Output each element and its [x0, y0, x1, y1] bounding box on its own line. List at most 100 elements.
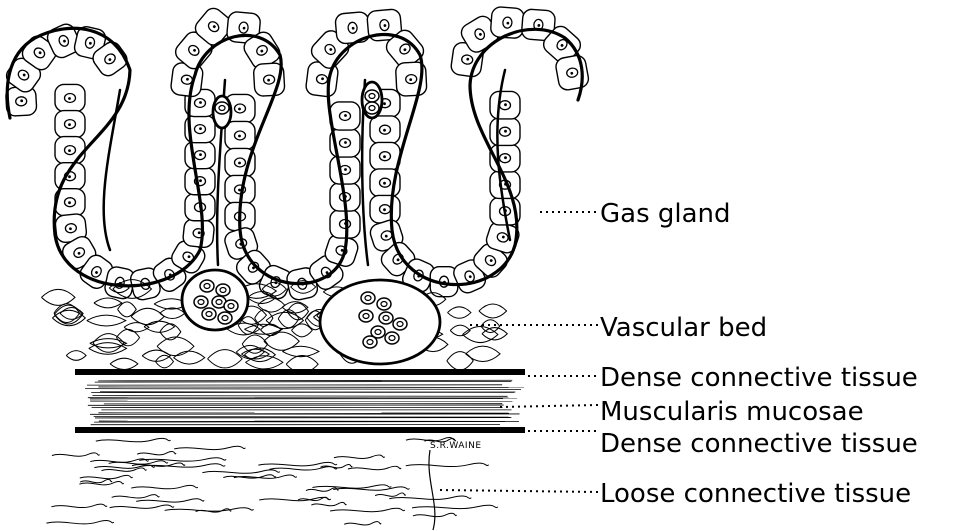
vascular-mesh: [87, 315, 126, 326]
loose-fiber: [136, 499, 204, 502]
finger-cell: [370, 142, 400, 170]
finger-cell: [55, 111, 85, 138]
loose-fiber: [311, 502, 346, 505]
loose-fiber: [330, 508, 405, 511]
loose-fiber: [110, 505, 174, 508]
muscularis-fiber: [98, 387, 524, 388]
loose-fiber: [137, 451, 176, 454]
nucleolus: [68, 175, 71, 178]
loose-fiber: [52, 453, 100, 456]
finger-cell: [370, 195, 400, 223]
artist-signature: S.R.WAINE: [430, 441, 482, 451]
nucleolus: [504, 103, 507, 106]
loose-connective-fibers: [46, 437, 497, 530]
crest-cell: [555, 54, 590, 91]
loose-fiber: [334, 455, 385, 458]
leader-line: [440, 490, 598, 492]
blood-cell: [363, 336, 377, 348]
vascular-mesh: [174, 351, 205, 364]
nucleolus: [68, 97, 71, 100]
blood-cell: [216, 284, 230, 296]
loose-fiber: [109, 461, 168, 464]
blood-cell: [393, 318, 407, 330]
nucleolus: [238, 108, 241, 111]
nucleolus: [199, 127, 202, 130]
vascular-mesh: [481, 320, 500, 333]
label-loose-connective: Loose connective tissue: [600, 480, 911, 508]
blood-cell: [200, 280, 214, 292]
label-vascular-bed: Vascular bed: [600, 314, 767, 342]
blood-cell: [379, 312, 393, 324]
blood-cell: [215, 102, 229, 114]
loose-fiber: [375, 493, 405, 496]
muscularis-fiber: [95, 381, 512, 382]
finger-cell: [185, 142, 215, 169]
muscularis-fiber: [98, 380, 512, 381]
label-dense-connective-upper: Dense connective tissue: [600, 364, 918, 392]
nucleolus: [238, 135, 241, 138]
loose-fiber: [165, 508, 254, 511]
muscularis-fiber: [92, 396, 507, 397]
loose-fiber: [46, 520, 113, 523]
muscularis-fiber: [94, 417, 512, 418]
vascular-mesh: [66, 351, 86, 361]
muscularis-fiber: [85, 389, 521, 390]
blood-cell: [359, 310, 373, 322]
nucleolus: [68, 149, 71, 152]
loose-fiber: [389, 496, 471, 499]
nucleolus: [199, 153, 202, 156]
blood-cell: [224, 300, 238, 312]
dense-connective-band-lower: [75, 427, 525, 433]
nucleolus: [344, 168, 347, 171]
tissue-layers: [75, 369, 525, 433]
loose-fiber: [51, 504, 107, 507]
vascular-mesh: [448, 307, 471, 318]
loose-fiber: [344, 522, 381, 525]
nucleolus: [383, 155, 386, 158]
loose-fiber: [348, 466, 401, 469]
finger-cell: [55, 84, 85, 111]
vascular-mesh: [245, 356, 282, 369]
nucleolus: [383, 208, 386, 211]
nucleolus: [199, 179, 202, 182]
nucleolus: [68, 201, 71, 204]
nucleolus: [238, 162, 241, 165]
label-muscularis-mucosae: Muscularis mucosae: [600, 398, 864, 426]
blood-cell: [361, 292, 375, 304]
vascular-mesh: [264, 332, 299, 350]
blood-cell: [365, 90, 379, 102]
label-dense-connective-lower: Dense connective tissue: [600, 430, 918, 458]
gland-lumen: [104, 90, 120, 250]
leader-line: [500, 405, 598, 407]
vascular-mesh: [482, 328, 507, 340]
vascular-mesh: [110, 358, 138, 369]
vascular-mesh: [94, 298, 122, 308]
finger-cell: [490, 118, 520, 146]
loose-fiber: [202, 470, 279, 473]
nucleolus: [504, 130, 507, 133]
finger-cell: [330, 156, 360, 184]
blood-cell: [377, 298, 391, 310]
loose-fiber: [139, 458, 226, 461]
loose-fiber: [312, 485, 391, 488]
finger-cell: [490, 91, 520, 119]
blood-cell: [365, 102, 379, 114]
blood-cell: [202, 308, 216, 320]
nucleolus: [383, 129, 386, 132]
muscularis-fiber: [94, 422, 519, 423]
blood-cell: [385, 332, 399, 344]
loose-fiber: [131, 485, 198, 488]
loose-fiber: [406, 463, 489, 466]
nucleolus: [344, 141, 347, 144]
nucleolus: [383, 182, 386, 185]
finger-cell: [330, 102, 360, 130]
finger-cell: [182, 218, 215, 248]
dense-connective-band-upper: [75, 369, 525, 375]
finger-cell: [55, 137, 85, 164]
label-gas-gland: Gas gland: [600, 200, 731, 228]
finger-cell: [490, 171, 520, 199]
nucleolus: [199, 101, 202, 104]
loose-fiber: [112, 495, 160, 498]
blood-vessels: [182, 82, 440, 364]
nucleolus: [344, 114, 347, 117]
